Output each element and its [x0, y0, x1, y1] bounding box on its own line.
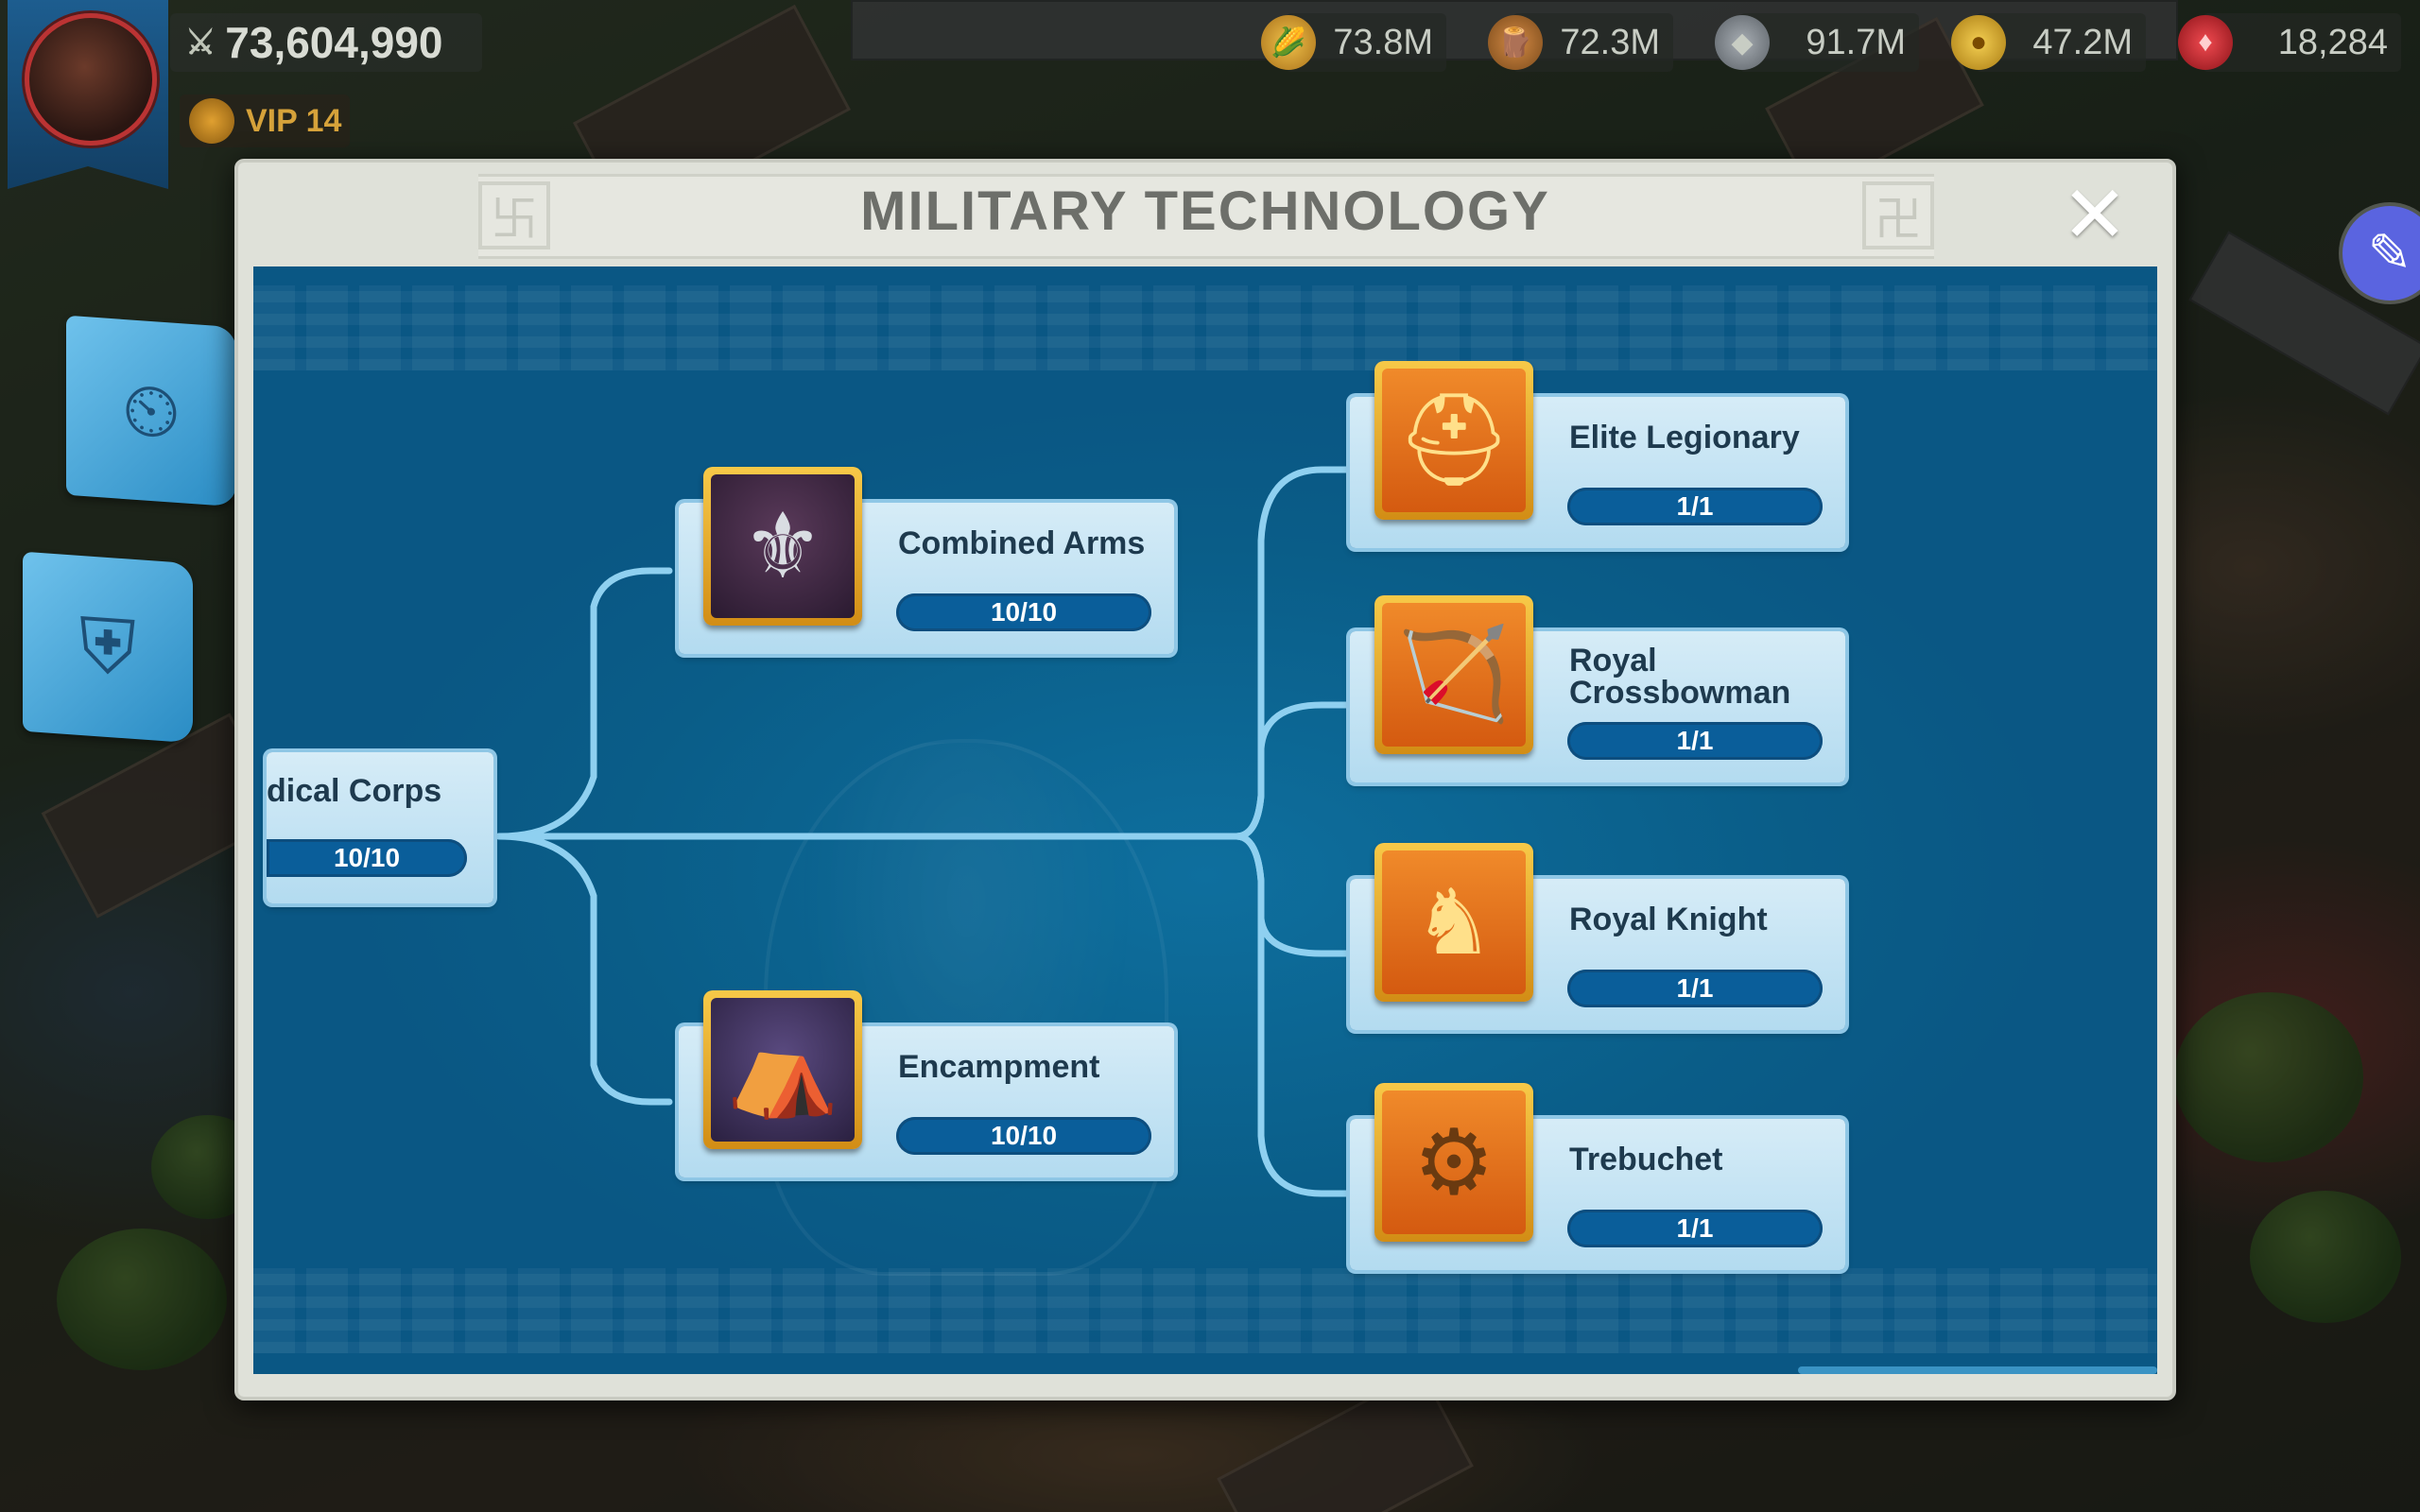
pencil-icon: ✎ [2367, 223, 2412, 283]
tab-military-technology[interactable]: ⛨ [23, 551, 193, 744]
vip-crest-icon [189, 98, 234, 144]
link-to-combined-arms [495, 567, 673, 840]
resource-stone-value: 91.7M [1806, 22, 1906, 62]
dialog-title: MILITARY TECHNOLOGY [860, 180, 1550, 242]
stone-icon: ◆ [1715, 15, 1770, 70]
vip-label: VIP 14 [246, 102, 342, 139]
greek-key-border-top [253, 285, 2157, 370]
military-technology-dialog: 卐 卍 MILITARY TECHNOLOGY ✕ dical Corps 10… [234, 159, 2176, 1400]
corn-icon: 🌽 [1261, 15, 1316, 70]
resource-gold-value: 47.2M [2032, 22, 2133, 62]
tech-name: Trebuchet [1569, 1142, 1723, 1177]
tech-icon-frame: ⛺ [703, 990, 862, 1149]
log-icon: 🪵 [1488, 15, 1543, 70]
link-to-royal-crossbowman [1233, 701, 1354, 840]
horizontal-scrollbar[interactable] [1798, 1366, 2157, 1374]
tech-progress-bar: 1/1 [1567, 488, 1823, 525]
tree [2174, 992, 2363, 1162]
resource-food-value: 73.8M [1333, 22, 1433, 62]
tech-name: Royal Crossbowman [1569, 643, 1791, 711]
link-to-encampment [495, 833, 673, 1106]
legionary-icon: ⛑ [1382, 369, 1526, 512]
tech-node-royal-knight[interactable]: ♞ Royal Knight 1/1 [1350, 843, 1845, 1030]
tech-icon-frame: ♞ [1374, 843, 1533, 1002]
tech-progress-bar: 1/1 [1567, 722, 1823, 760]
resource-wood-value: 72.3M [1560, 22, 1660, 62]
link-to-elite-legionary [1233, 466, 1354, 840]
tech-node-elite-legionary[interactable]: ⛑ Elite Legionary 1/1 [1350, 361, 1845, 548]
tech-name: dical Corps [267, 773, 442, 809]
tech-icon-frame: 🏹 [1374, 595, 1533, 754]
dialog-titlebar: 卐 卍 MILITARY TECHNOLOGY ✕ [238, 163, 2172, 266]
greek-key-border-bottom [253, 1268, 2157, 1353]
tech-icon-frame: ⚜ [703, 467, 862, 626]
blades-icon: ⚜ [711, 474, 855, 618]
gold-coin-icon: ● [1951, 15, 2006, 70]
resource-gems-value: 18,284 [2277, 22, 2388, 62]
edit-pencil-button[interactable]: ✎ [2342, 206, 2420, 301]
coins-clock-icon: ⏲ [121, 366, 182, 455]
tech-name: Combined Arms [898, 525, 1146, 561]
tree [2250, 1191, 2401, 1323]
gem-icon: ♦ [2178, 15, 2233, 70]
power-value: 73,604,990 [225, 18, 443, 67]
title-plate [478, 174, 1934, 259]
tree [57, 1228, 227, 1370]
tech-progress-bar: 1/1 [1567, 1210, 1823, 1247]
tech-links [495, 466, 1354, 1197]
tech-name: Royal Knight [1569, 902, 1768, 937]
tech-name: Encampment [898, 1049, 1100, 1085]
resource-gems[interactable]: ♦ 18,284 [2178, 13, 2401, 72]
tech-progress-bar: 10/10 [896, 1117, 1151, 1155]
greek-key-ornament-icon: 卍 [1862, 181, 1934, 249]
tech-node-combined-arms[interactable]: ⚜ Combined Arms 10/10 [679, 467, 1174, 654]
sword-icon: ⚔ [185, 23, 216, 61]
tech-name: Elite Legionary [1569, 420, 1800, 455]
sword-shield-icon: ⛨ [79, 602, 136, 691]
greek-key-ornament-icon: 卐 [478, 181, 550, 249]
link-to-trebuchet [1233, 833, 1354, 1197]
tech-progress-bar: 1/1 [1567, 970, 1823, 1007]
knight-helmet-icon: ♞ [1382, 850, 1526, 994]
power-display[interactable]: ⚔ 73,604,990 [170, 13, 482, 72]
tech-icon-frame: ⚙ [1374, 1083, 1533, 1242]
close-button[interactable]: ✕ [2059, 175, 2131, 254]
tech-progress-bar: 10/10 [896, 593, 1151, 631]
tech-icon-frame: ⛑ [1374, 361, 1533, 520]
tech-node-trebuchet[interactable]: ⚙ Trebuchet 1/1 [1350, 1083, 1845, 1270]
resource-stone[interactable]: ◆ 91.7M [1715, 13, 1919, 72]
player-avatar[interactable] [25, 13, 157, 146]
tech-progress-bar: 10/10 [267, 839, 467, 877]
tech-node-medical-corps[interactable]: dical Corps 10/10 [267, 752, 493, 903]
resource-wood[interactable]: 🪵 72.3M [1488, 13, 1673, 72]
resource-gold[interactable]: ● 47.2M [1951, 13, 2146, 72]
crossbowman-icon: 🏹 [1382, 603, 1526, 747]
vip-badge[interactable]: VIP 14 [180, 94, 350, 147]
tech-node-royal-crossbowman[interactable]: 🏹 Royal Crossbowman 1/1 [1350, 595, 1845, 782]
tech-node-encampment[interactable]: ⛺ Encampment 10/10 [679, 990, 1174, 1177]
trebuchet-icon: ⚙ [1382, 1091, 1526, 1234]
close-icon: ✕ [2061, 170, 2129, 259]
resource-food[interactable]: 🌽 73.8M [1261, 13, 1446, 72]
tent-icon: ⛺ [711, 998, 855, 1142]
tech-tree-panel[interactable]: dical Corps 10/10 ⚜ Combined Arms 10/10 … [253, 266, 2157, 1374]
tab-economic-technology[interactable]: ⏲ [66, 315, 236, 507]
